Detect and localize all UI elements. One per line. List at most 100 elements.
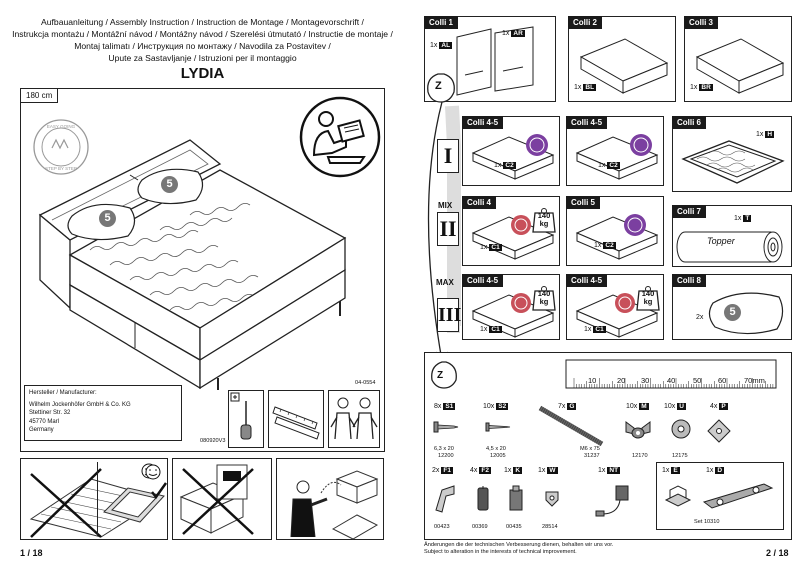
bag-letter: Z: [435, 80, 442, 92]
topper-roll-icon: [676, 231, 783, 263]
part-article: 00369: [472, 524, 488, 530]
headboard-panels-icon: [456, 26, 534, 96]
weight-icon: [532, 208, 556, 233]
easy-going-seal-icon: EASY GOING STEP BY STEP: [33, 119, 89, 175]
knife-cut-wrong-icon: [179, 464, 254, 535]
connector-icon: [509, 485, 523, 511]
part-label: 2x: [696, 314, 704, 321]
mattress-icon: [575, 293, 659, 338]
colli-box: [424, 16, 556, 102]
product-name: LYDIA: [180, 65, 225, 82]
svg-text:STEP BY STEP: STEP BY STEP: [45, 166, 77, 171]
two-persons-icon: [330, 397, 378, 440]
pillow-badge-right: 5: [161, 176, 178, 193]
part-article: 31237: [584, 453, 600, 459]
title-line-1: Aufbauanleitung / Assembly Instruction /…: [41, 17, 364, 27]
part-article: 12175: [672, 453, 688, 459]
soft-floor-correct-icon: [103, 464, 168, 523]
version-code: 080920V3: [200, 438, 226, 444]
colli-header: Colli 4-5: [566, 274, 608, 287]
colli-header: Colli 7: [672, 205, 707, 218]
clip-icon: [545, 491, 559, 507]
size-label: 180 cm: [21, 89, 59, 103]
wing-nut-icon: [625, 421, 651, 439]
tip-open-carefully-box: [276, 458, 384, 540]
ruler-tick: 50: [693, 376, 702, 385]
manufacturer-box: Hersteller / Manufacturer: Wilhelm Jocke…: [24, 385, 182, 441]
mattress-icon: [575, 214, 659, 260]
part-article: 12170: [632, 453, 648, 459]
folding-rule-icon: [272, 406, 320, 440]
part-spec: M6 x 75: [580, 446, 600, 452]
ruler-icon: [565, 359, 777, 389]
colli-header: Colli 8: [672, 274, 707, 287]
manufacturer-line: Stettiner Str. 32: [29, 410, 71, 416]
title-line-2: Instrukcja montażu / Montážní návod / Mo…: [12, 29, 393, 39]
warning-soft-floor-box: [97, 462, 168, 536]
power-supply-icon: [595, 485, 629, 517]
bracket-icon: [435, 485, 455, 513]
part-article: 00423: [434, 524, 450, 530]
page-number-right: 2 / 18: [766, 548, 789, 558]
svg-text:EASY GOING: EASY GOING: [47, 124, 76, 129]
warning-no-knife-box: [172, 458, 272, 540]
colli-header: Colli 4-5: [566, 116, 608, 129]
read-instructions-icon: [299, 96, 381, 178]
open-box-correct-icon: [290, 470, 379, 540]
mattress-icon: [471, 293, 555, 338]
colli-header: Colli 2: [568, 16, 603, 29]
ruler-tick: 60: [718, 376, 727, 385]
colli-header: Colli 4-5: [462, 116, 504, 129]
part-article: 00435: [506, 524, 522, 530]
colli-header: Colli 4-5: [462, 274, 504, 287]
colli-header: Colli 5: [566, 196, 601, 209]
title-line-4: Upute za Sastavljanje / Istruzioni per i…: [108, 53, 297, 63]
hardware-bag-icon: [431, 361, 457, 389]
row-marker-ii: II: [437, 212, 459, 246]
lift-fitting-icon: [664, 483, 774, 509]
colli-box: [462, 116, 560, 186]
page-number-left: 1 / 18: [20, 548, 43, 558]
base-box-icon: [579, 38, 669, 94]
bag-letter: Z: [437, 370, 444, 381]
colli-header: Colli 3: [684, 16, 719, 29]
manufacturer-line: Wilhelm Jockenhöfer GmbH & Co. KG: [29, 401, 131, 408]
title-line-3: Montaj talimatı / Инструкция по монтажу …: [74, 41, 331, 51]
colli-box: Topper: [672, 205, 792, 267]
row-marker-iii: III: [437, 298, 461, 332]
part-spec: 4,5 x 20: [486, 446, 506, 452]
mattress-icon: [471, 134, 555, 180]
pillow-badge: 5: [724, 304, 741, 321]
screw-icon: [485, 422, 511, 432]
manufacturer-line: 45770 Marl: [29, 418, 60, 425]
colli-box: [566, 196, 664, 266]
washer-icon: [671, 419, 691, 439]
colli-header: Colli 6: [672, 116, 707, 129]
row-label-max: MAX: [436, 278, 454, 287]
row-marker-i: I: [437, 139, 459, 173]
row-label-mix: MIX: [438, 201, 453, 210]
pillow-icon: [708, 292, 784, 335]
mattress-icon: [471, 215, 555, 260]
bed-drawing: [38, 139, 347, 390]
ruler-tick: 40: [667, 376, 676, 385]
